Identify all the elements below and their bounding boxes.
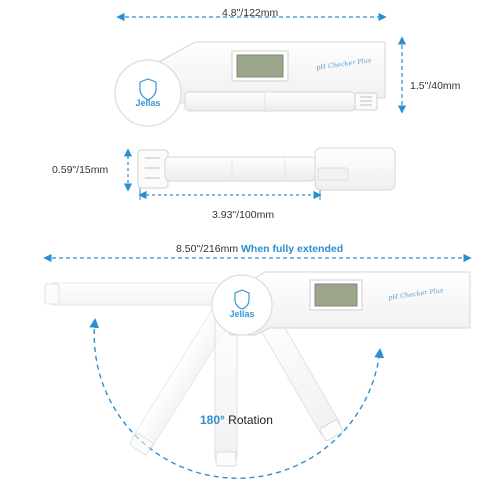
rotation-arc bbox=[89, 318, 385, 479]
top-view-dimension-arrows bbox=[116, 12, 407, 114]
shield-logo-icon bbox=[139, 78, 157, 101]
probe-length-label: 3.93"/100mm bbox=[212, 209, 275, 221]
rotation-degrees: 180° bbox=[200, 413, 225, 427]
hinge-cap bbox=[114, 59, 182, 127]
brand-logo-top: Jellas bbox=[135, 98, 161, 108]
extended-length-label: 8.50"/216mm When fully extended bbox=[176, 243, 343, 255]
brand-logo-extended: Jellas bbox=[229, 309, 255, 319]
cap-height-label: 0.59"/15mm bbox=[52, 164, 109, 176]
length-label: 4.8"/122mm bbox=[222, 7, 279, 19]
rotation-label: 180° Rotation bbox=[200, 413, 273, 427]
extended-note: When fully extended bbox=[241, 243, 344, 255]
height-label: 1.5"/40mm bbox=[410, 80, 461, 92]
meter-extended bbox=[211, 271, 471, 336]
side-view-dimension-arrows bbox=[123, 148, 322, 200]
probe-position-horizontal bbox=[44, 282, 226, 306]
meter-side-view bbox=[137, 147, 396, 191]
meter-folded bbox=[114, 41, 386, 127]
rotation-text: Rotation bbox=[228, 413, 273, 427]
extended-length-value: 8.50"/216mm bbox=[176, 243, 239, 255]
hinge-cap-extended bbox=[211, 274, 273, 336]
probe-tip bbox=[354, 92, 378, 111]
shield-logo-icon-extended bbox=[234, 289, 250, 310]
